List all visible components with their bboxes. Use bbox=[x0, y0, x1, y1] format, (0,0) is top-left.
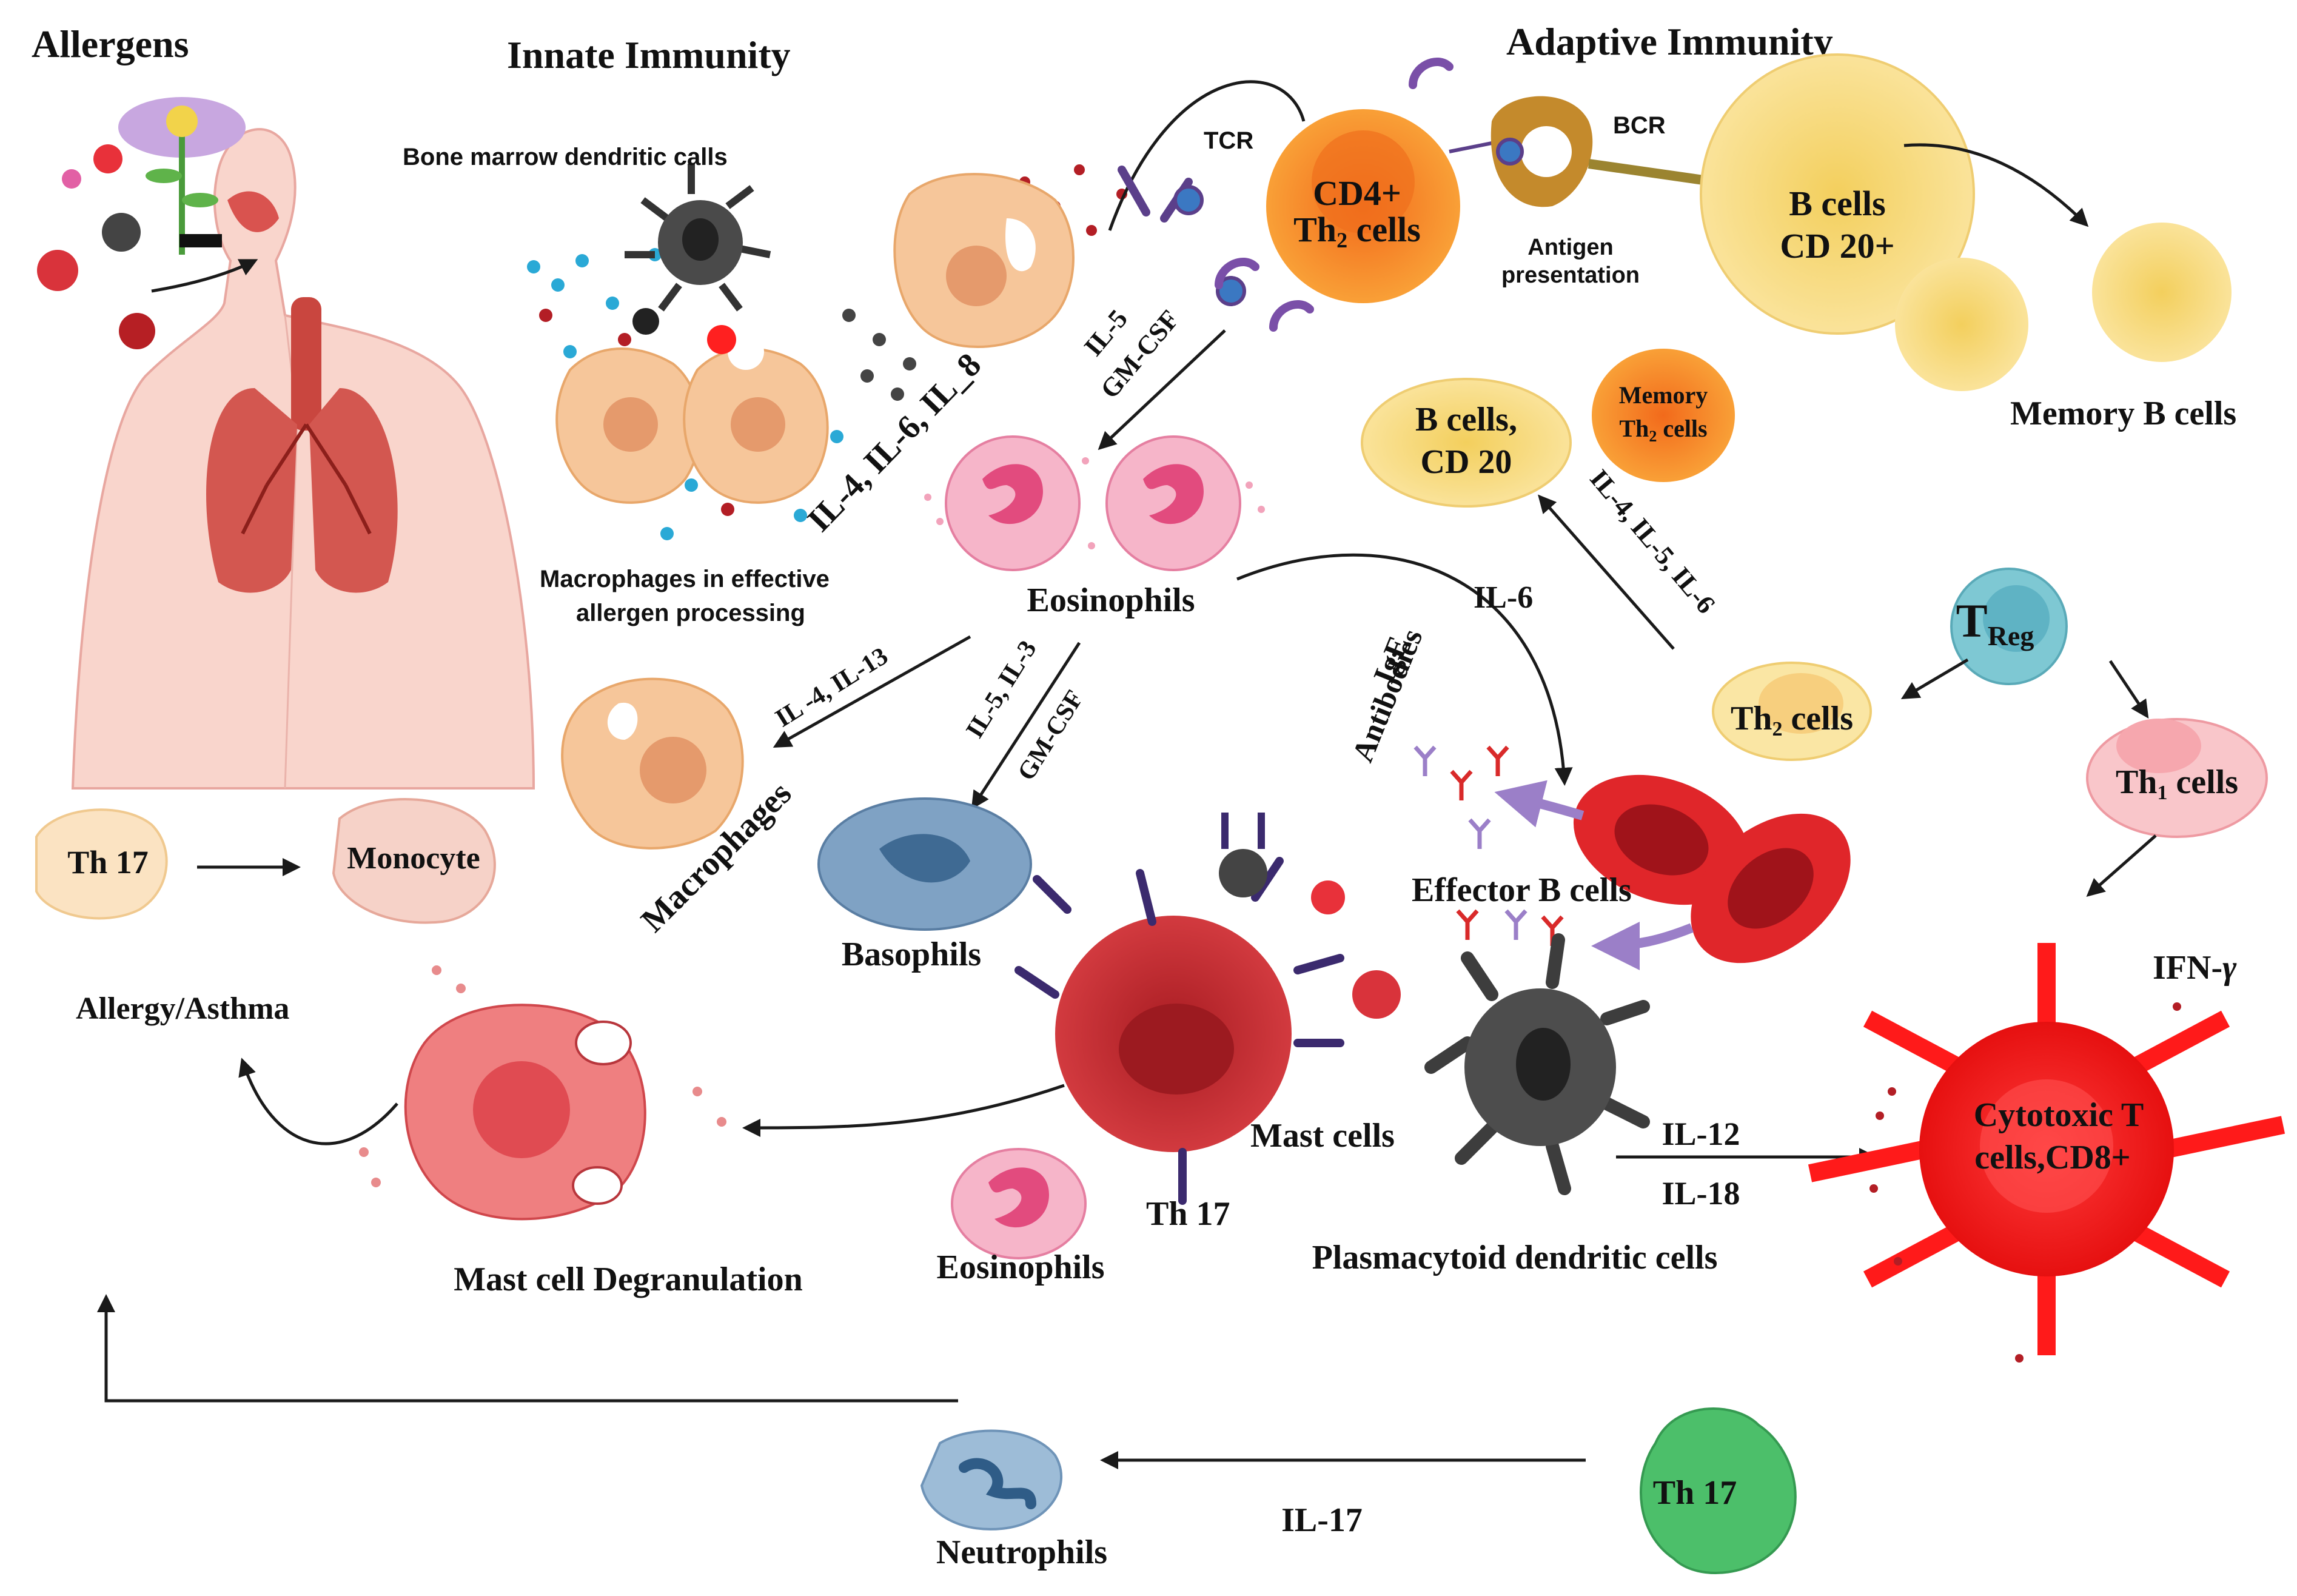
cytotoxic-t-cell-icon bbox=[1808, 943, 2285, 1363]
memory-th2-label-1: Memory bbox=[1619, 381, 1708, 409]
pollen-spores-icon bbox=[37, 144, 222, 349]
macrophage-top-icon bbox=[893, 173, 1075, 348]
innate-immunity-heading: Innate Immunity bbox=[507, 33, 791, 76]
plasmacytoid-dendritic-cell-icon bbox=[1424, 933, 1650, 1195]
mast-cell-icon bbox=[1014, 813, 1401, 1205]
effector-b-label: Effector B cells bbox=[1412, 871, 1632, 909]
cytotoxic-label-1: Cytotoxic T bbox=[1974, 1096, 2144, 1134]
b-cell-cd20-plus bbox=[1700, 53, 1975, 335]
flower-allergen-icon bbox=[118, 97, 246, 255]
tcr-link-line bbox=[1108, 80, 1306, 231]
th17-green-label: Th 17 bbox=[1653, 1474, 1737, 1512]
macrophages-processing-label-2: allergen processing bbox=[576, 600, 805, 626]
il6-label: IL-6 bbox=[1474, 580, 1533, 615]
macrophages-processing-label-1: Macrophages in effective bbox=[540, 566, 830, 592]
ifn-label: IFN-γ bbox=[2153, 949, 2237, 987]
monocyte-label: Monocyte bbox=[347, 841, 480, 876]
b-cell-cd20 bbox=[1361, 378, 1572, 508]
memory-b-cell-1 bbox=[1895, 258, 2028, 391]
th2-cells-label: Th2 cells bbox=[1731, 700, 1853, 740]
eosinophils-bottom-label: Eosinophils bbox=[936, 1249, 1104, 1286]
mast-cells-label: Mast cells bbox=[1250, 1117, 1395, 1155]
allergy-asthma-label: Allergy/Asthma bbox=[76, 991, 289, 1026]
basophil-icon bbox=[817, 797, 1032, 931]
neutrophil-icon bbox=[920, 1429, 1062, 1531]
memory-b-cell-2 bbox=[2092, 223, 2232, 362]
human-body-icon bbox=[71, 128, 535, 790]
th17-mid-label: Th 17 bbox=[1146, 1195, 1230, 1233]
macrophage-lower-icon bbox=[561, 677, 744, 850]
eosinophils-bottom-icon bbox=[951, 1148, 1087, 1259]
il12-label: IL-12 bbox=[1662, 1116, 1740, 1152]
bone-marrow-dendritic-cell-icon bbox=[625, 164, 771, 312]
neutrophil-to-allergy-arrow bbox=[97, 1294, 958, 1403]
bcells-cd20plus-label-2: CD 20+ bbox=[1780, 226, 1894, 266]
mast-degranulation-label: Mast cell Degranulation bbox=[454, 1261, 802, 1298]
bcells-cd20plus-label-1: B cells bbox=[1789, 184, 1885, 223]
bcr-link bbox=[1588, 159, 1717, 187]
th17-left-label: Th 17 bbox=[67, 844, 149, 880]
cd4-th2-cell bbox=[1266, 109, 1460, 303]
memory-th2-cell bbox=[1592, 349, 1735, 482]
th17-green-cell bbox=[1640, 1407, 1797, 1574]
cd4-label: CD4+ bbox=[1313, 173, 1401, 213]
pdc-label: Plasmacytoid dendritic cells bbox=[1312, 1239, 1718, 1276]
eosinophils-label: Eosinophils bbox=[1027, 582, 1195, 619]
antigen-label-1: Antigen bbox=[1527, 235, 1613, 260]
il4-il13-label: IL -4, IL-13 bbox=[771, 642, 893, 733]
adaptive-immunity-heading: Adaptive Immunity bbox=[1506, 20, 1833, 63]
antigen-particles bbox=[527, 164, 1127, 540]
antigen-presenting-cell-icon bbox=[1491, 96, 1593, 207]
ige-antibodies-icon bbox=[1413, 745, 1564, 946]
monocyte-cell bbox=[332, 798, 496, 924]
il456-label: IL-4, IL-5, IL-6 bbox=[1584, 464, 1721, 619]
bcells-cd20-label-1: B cells, bbox=[1415, 401, 1517, 438]
th17-left-cell bbox=[35, 808, 168, 920]
basophils-label: Basophils bbox=[842, 936, 981, 973]
bcr-label: BCR bbox=[1613, 112, 1666, 139]
cytotoxic-label-2: cells,CD8+ bbox=[1974, 1139, 2130, 1176]
treg-label: TReg bbox=[1956, 594, 2034, 651]
allergens-heading: Allergens bbox=[32, 22, 189, 65]
effector-b-cells-icon bbox=[1573, 774, 1851, 964]
memory-b-cells-label: Memory B cells bbox=[2010, 395, 2236, 432]
il18-label: IL-18 bbox=[1662, 1175, 1740, 1212]
memory-th2-label-2: Th2 cells bbox=[1619, 415, 1707, 445]
bcells-cd20-label-2: CD 20 bbox=[1421, 443, 1512, 481]
right-lung-icon bbox=[309, 388, 398, 593]
trachea-icon bbox=[291, 297, 321, 431]
il17-label: IL-17 bbox=[1281, 1501, 1363, 1539]
il5-il3-label: IL-5, IL-3 bbox=[961, 636, 1042, 743]
left-lung-icon bbox=[206, 388, 297, 593]
antigen-label-2: presentation bbox=[1501, 263, 1640, 288]
cd4-th2-label: Th2 cells bbox=[1293, 210, 1421, 252]
tcr-receptors-icon bbox=[1118, 57, 1454, 332]
macrophage-processing-2-icon bbox=[683, 325, 829, 504]
neutrophils-label: Neutrophils bbox=[936, 1534, 1107, 1571]
gmcsf-label: GM-CSF bbox=[1012, 685, 1089, 785]
macrophage-processing-1-icon bbox=[555, 308, 702, 504]
mast-cell-degranulation-icon bbox=[359, 965, 726, 1221]
tcr-label: TCR bbox=[1204, 127, 1253, 154]
th1-cells-label: Th1 cells bbox=[2116, 763, 2238, 804]
eosinophils-top-icon bbox=[924, 435, 1265, 571]
bmdc-label: Bone marrow dendritic calls bbox=[403, 144, 728, 170]
